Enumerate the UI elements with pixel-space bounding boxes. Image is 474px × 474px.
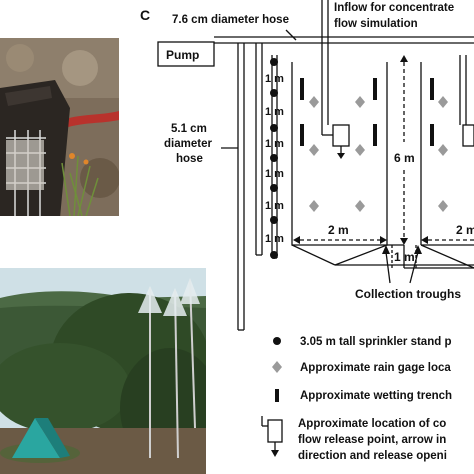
rain-gage-diamond	[355, 96, 365, 108]
pump-label: Pump	[166, 48, 199, 62]
sprinkler-dot	[270, 251, 278, 259]
legend-rain-gage-text: Approximate rain gage loca	[300, 362, 451, 374]
spacing-label: 1 m	[265, 233, 284, 245]
two-m-label-1: 2 m	[328, 223, 349, 237]
inflow-label-2: flow simulation	[334, 18, 418, 30]
spacing-label: 1 m	[265, 106, 284, 118]
legend-release-text-1: Approximate location of co	[298, 418, 446, 430]
plot-2-boundary	[420, 62, 474, 246]
supply-lines	[221, 43, 278, 331]
sprinkler-dot	[270, 89, 278, 97]
rain-gage-diamond	[309, 96, 319, 108]
rain-gage-diamond	[355, 200, 365, 212]
sprinkler-column: 1 m 1 m 1 m 1 m 1 m 1 m	[265, 58, 284, 259]
sprinkler-dot	[270, 184, 278, 192]
one-m-dimension	[391, 245, 417, 268]
sprinkler-dot	[270, 154, 278, 162]
photo-rainfall-simulator-plot	[0, 38, 119, 216]
pump-box	[157, 41, 215, 67]
inflow-label-1: Inflow for concentrate	[334, 2, 454, 14]
legend: 3.05 m tall sprinkler stand p Approximat…	[261, 336, 452, 462]
spacing-label: 1 m	[265, 200, 284, 212]
legend-trench-text: Approximate wetting trench	[300, 390, 452, 402]
rain-gage-diamond	[309, 144, 319, 156]
one-m-label: 1 m	[394, 250, 415, 264]
sprinkler-dot	[270, 216, 278, 224]
main-hose	[214, 29, 474, 44]
inflow-pipes	[321, 0, 467, 125]
spacing-label: 1 m	[265, 73, 284, 85]
legend-sprinkler-text: 3.05 m tall sprinkler stand p	[300, 336, 451, 348]
sprinkler-dot	[270, 58, 278, 66]
collection-trough	[291, 244, 474, 269]
hose-small-label-3: hose	[176, 153, 203, 165]
legend-release-text-2: flow release point, arrow in	[298, 434, 446, 446]
legend-trench-symbol	[275, 389, 279, 402]
hose-small-label-2: diameter	[164, 138, 212, 150]
spacing-label: 1 m	[265, 168, 284, 180]
rain-gage-diamond	[438, 200, 448, 212]
panel-label: C	[140, 7, 150, 23]
rain-gage-diamond	[355, 144, 365, 156]
legend-release-symbol	[261, 416, 283, 457]
rain-gage-diamond	[438, 144, 448, 156]
wetting-trenches	[300, 78, 434, 146]
legend-release-text-3: direction and release openi	[298, 450, 447, 462]
legend-sprinkler-symbol	[273, 337, 281, 345]
spacing-label: 1 m	[265, 138, 284, 150]
legend-rain-gage-symbol	[272, 361, 282, 373]
collection-arrows	[385, 251, 419, 284]
rain-gages	[309, 96, 448, 212]
hose-small-label-1: 5.1 cm	[171, 123, 207, 135]
hose-large-label: 7.6 cm diameter hose	[172, 14, 289, 26]
two-m-label-2: 2 m	[456, 223, 474, 237]
plot-1-boundary	[291, 62, 388, 246]
photo-field-site	[0, 268, 206, 474]
rain-gage-diamond	[438, 96, 448, 108]
collection-label: Collection troughs	[355, 287, 461, 301]
six-m-label: 6 m	[394, 151, 415, 165]
rain-gage-diamond	[309, 200, 319, 212]
sprinkler-dot	[270, 124, 278, 132]
